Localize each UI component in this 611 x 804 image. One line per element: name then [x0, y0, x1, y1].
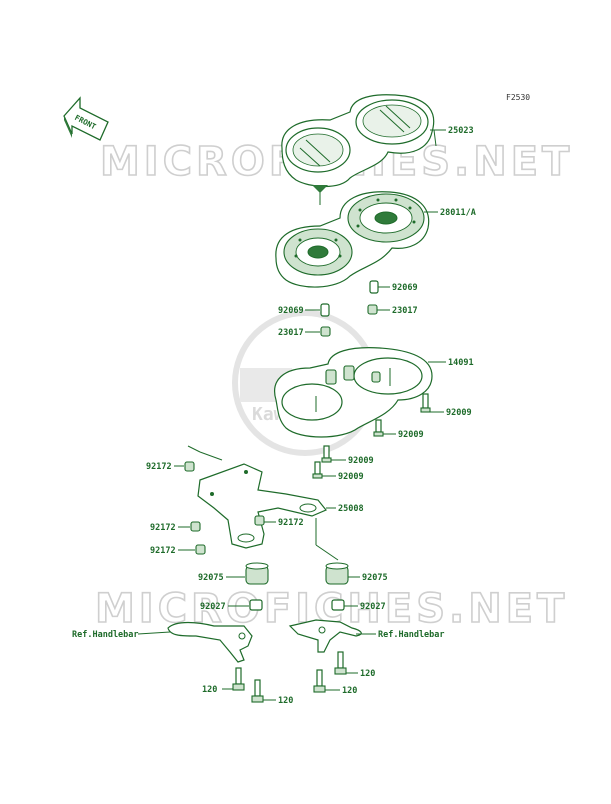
grommet-92172-c: [195, 544, 206, 555]
callout-14091: 14091: [448, 358, 474, 368]
callout-92009-b: 92009: [398, 430, 424, 440]
grommet-92172-d: [254, 515, 276, 526]
grommet-92172-a: [184, 461, 195, 472]
socket-92069-right: [369, 280, 390, 294]
front-arrow-icon: FRONT: [63, 96, 109, 141]
callout-120-c: 120: [360, 669, 375, 679]
meter-bracket-25008: [187, 445, 327, 549]
callout-25023: 25023: [448, 126, 474, 136]
callout-92172-d: 92172: [278, 518, 304, 528]
collar-92027-right: [331, 599, 358, 611]
callout-120-a: 120: [202, 685, 217, 695]
callout-28011: 28011/A: [440, 208, 476, 218]
ref-handlebar-left: Ref.Handlebar: [72, 630, 139, 640]
bulb-23017-right: [367, 304, 390, 315]
callout-120-b: 120: [278, 696, 293, 706]
meter-cover-25023: [281, 94, 437, 205]
screw-92009-d: [312, 461, 336, 479]
callout-92027-right: 92027: [360, 602, 386, 612]
bolt-120-b: [251, 679, 276, 703]
callout-92172-c: 92172: [150, 546, 176, 556]
screw-92009-a: [420, 393, 444, 413]
callout-23017-right: 23017: [392, 306, 418, 316]
grommet-92172-b: [190, 521, 201, 532]
screw-92009-b: [373, 419, 396, 437]
callout-92172-b: 92172: [150, 523, 176, 533]
handlebar-bracket-left: [167, 621, 253, 663]
leader-bracket-right-2: [315, 544, 339, 561]
collar-92027-left: [249, 599, 263, 611]
screw-92009-c: [321, 445, 346, 463]
bolt-120-a: [222, 667, 245, 691]
damper-92075-right: [325, 562, 360, 585]
ref-handlebar-right: Ref.Handlebar: [378, 630, 445, 640]
callout-92009-d: 92009: [338, 472, 364, 482]
callout-92069-left: 92069: [278, 306, 304, 316]
handlebar-bracket-right: [288, 619, 376, 653]
bolt-120-c: [334, 651, 358, 675]
callout-92075-right: 92075: [362, 573, 388, 583]
socket-92069-left: [320, 303, 330, 317]
callout-92009-c: 92009: [348, 456, 374, 466]
callout-92069-right: 92069: [392, 283, 418, 293]
damper-92075-left: [245, 562, 269, 585]
callout-92172-a: 92172: [146, 462, 172, 472]
callout-120-d: 120: [342, 686, 357, 696]
meter-assembly-28011: [275, 191, 430, 288]
callout-92009-a: 92009: [446, 408, 472, 418]
callout-92027-left: 92027: [200, 602, 226, 612]
figure-code: F2530: [506, 93, 530, 102]
leader-ref-left: [137, 631, 171, 635]
bolt-120-d: [313, 669, 340, 693]
callout-92075-left: 92075: [198, 573, 224, 583]
bulb-23017-left: [320, 326, 331, 337]
callout-25008: 25008: [338, 504, 364, 514]
meter-case-14091: [274, 347, 433, 438]
callout-23017-left: 23017: [278, 328, 304, 338]
